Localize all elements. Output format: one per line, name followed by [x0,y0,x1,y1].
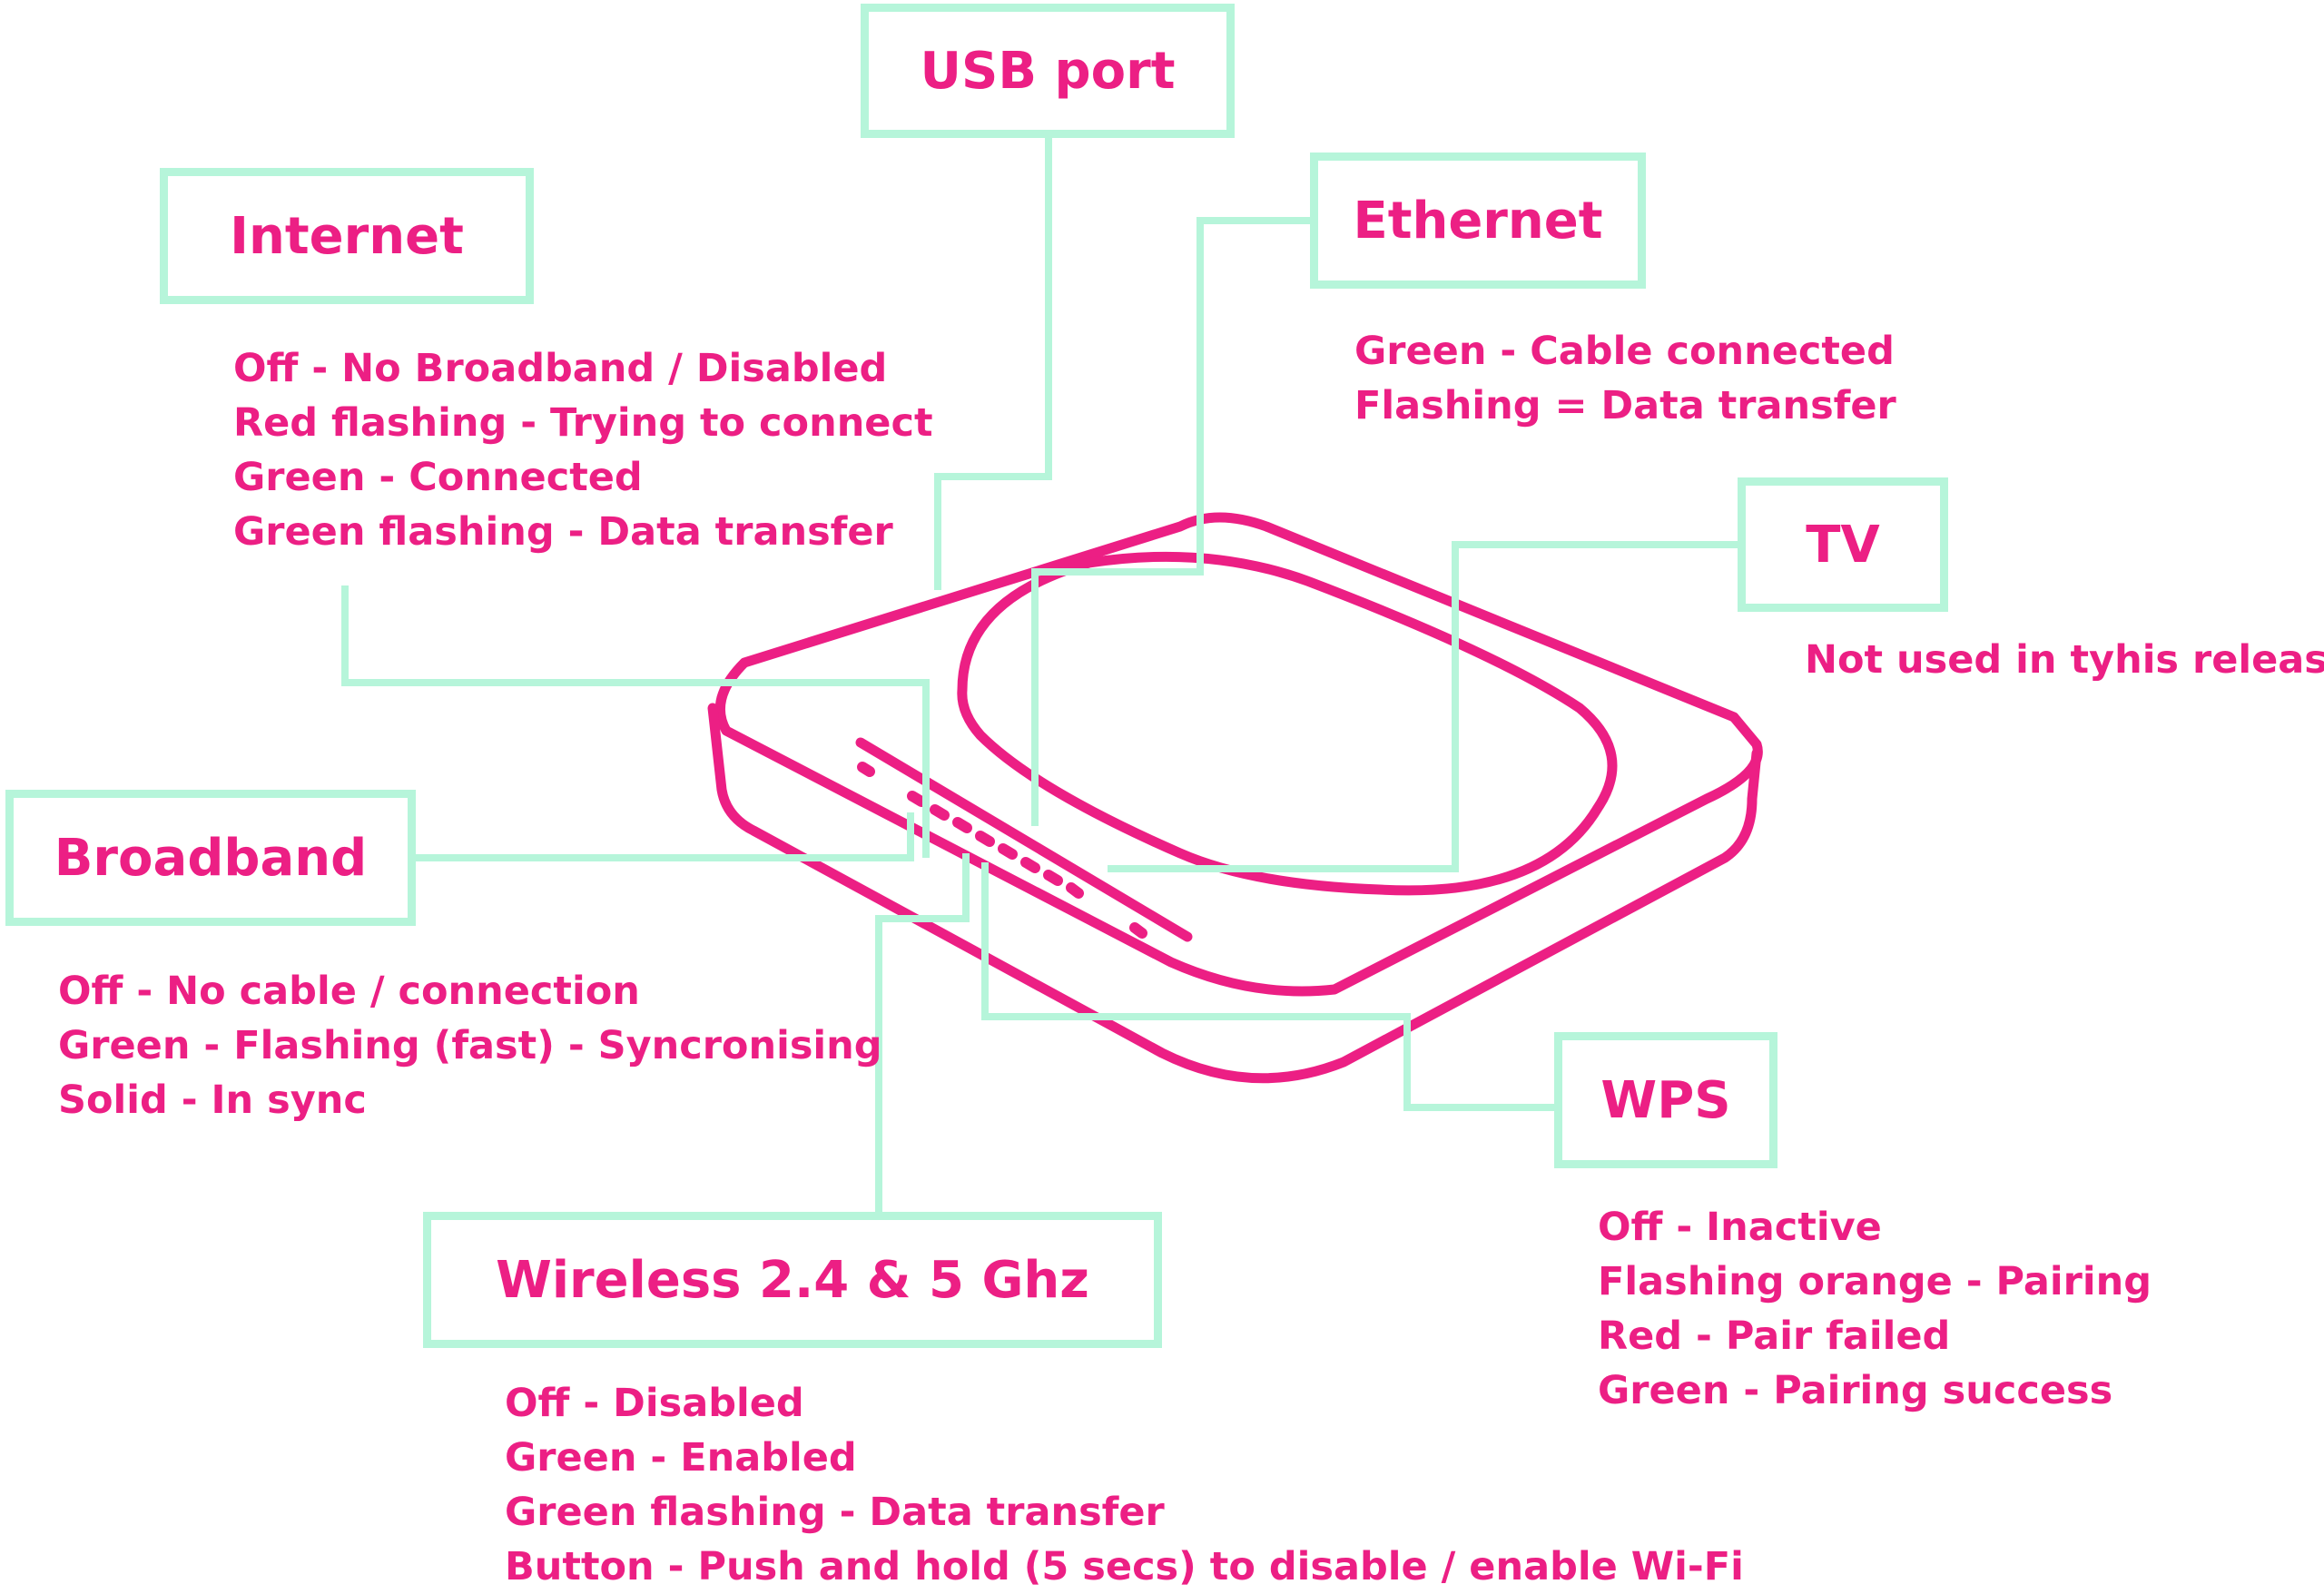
wireless-line: Off - Disabled [505,1381,804,1426]
broadband-line: Green - Flashing (fast) - Syncronising [58,1023,882,1068]
router-top-outline [714,512,1763,997]
internet-title: Internet [230,206,464,266]
internet-line: Red flashing - Trying to connect [233,400,933,446]
broadband-line: Off - No cable / connection [58,969,640,1014]
internet-description: Off - No Broadband / Disabled Red flashi… [233,341,933,559]
wps-description: Off - Inactive Flashing orange - Pairing… [1598,1200,2152,1418]
connector-broadband [413,812,914,861]
usb-port-label-box: USB port [861,4,1235,138]
ethernet-description: Green - Cable connected Flashing = Data … [1354,324,1896,433]
wireless-title: Wireless 2.4 & 5 Ghz [496,1250,1089,1310]
ethernet-line: Flashing = Data transfer [1354,383,1896,428]
wps-label-box: WPS [1554,1032,1777,1168]
wps-title: WPS [1600,1070,1731,1130]
router-top-pad [957,551,1618,896]
wps-line: Flashing orange - Pairing [1598,1259,2152,1304]
ethernet-title: Ethernet [1353,191,1603,251]
connector-ethernet [1031,217,1310,826]
wps-line: Red - Pair failed [1598,1314,1951,1359]
tv-description: Not used in tyhis release [1805,633,2324,687]
internet-line: Green flashing - Data transfer [233,509,893,555]
tv-line: Not used in tyhis release [1805,637,2324,683]
connector-usb [934,136,1052,590]
usb-port-title: USB port [920,41,1176,101]
connector-internet [341,585,930,858]
connector-lines [341,136,1738,1214]
broadband-label-box: Broadband [5,790,416,926]
router-led-bar [855,737,1193,942]
ethernet-line: Green - Cable connected [1354,329,1895,374]
broadband-line: Solid - In sync [58,1077,367,1123]
connector-wps [981,862,1554,1111]
wireless-line: Green flashing - Data transfer [505,1490,1165,1535]
router-illustration [707,512,1763,1084]
connector-tv [1108,541,1738,872]
internet-label-box: Internet [160,168,534,304]
tv-label-box: TV [1738,477,1948,612]
wireless-description: Off - Disabled Green - Enabled Green fla… [505,1376,1744,1594]
ethernet-label-box: Ethernet [1310,153,1646,289]
tv-title: TV [1806,515,1880,575]
wps-line: Green - Pairing success [1598,1368,2113,1413]
wireless-label-box: Wireless 2.4 & 5 Ghz [423,1212,1162,1348]
router-led-dots [857,762,1147,939]
connector-wireless [875,853,970,1214]
internet-line: Off - No Broadband / Disabled [233,346,888,391]
wireless-line: Button - Push and hold (5 secs) to disab… [505,1544,1744,1589]
broadband-title: Broadband [54,828,368,888]
internet-line: Green - Connected [233,455,643,500]
broadband-description: Off - No cable / connection Green - Flas… [58,964,882,1127]
wps-line: Off - Inactive [1598,1205,1882,1250]
wireless-line: Green - Enabled [505,1435,857,1481]
router-front-edge [707,703,1762,1084]
